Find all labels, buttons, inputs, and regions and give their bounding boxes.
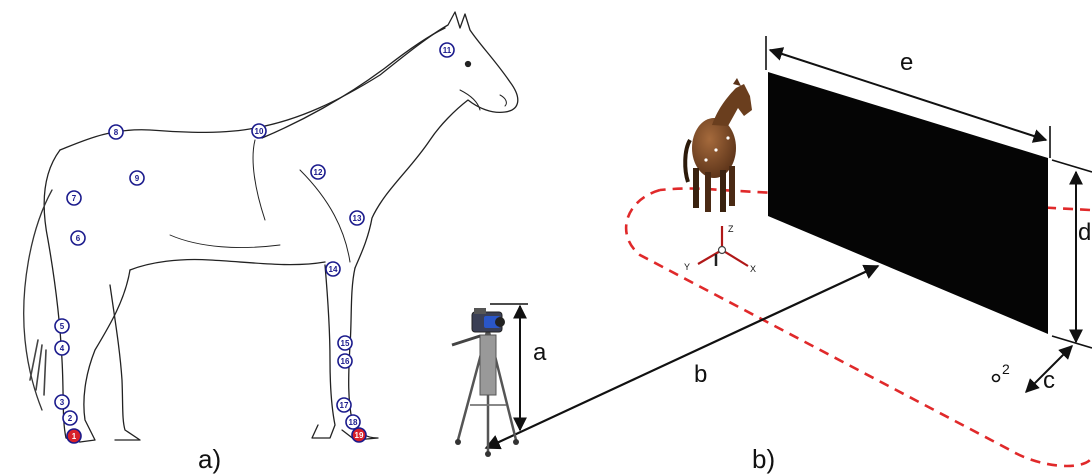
marker-circle-icon xyxy=(337,353,353,369)
marker-circle-icon xyxy=(66,428,82,444)
marker-circle-icon xyxy=(439,42,455,58)
body-marker: 14 xyxy=(325,261,341,277)
marker-circle-icon xyxy=(66,190,82,206)
marker-circle-icon xyxy=(337,335,353,351)
marker-circle-icon xyxy=(54,340,70,356)
body-marker: 16 xyxy=(337,353,353,369)
body-marker: 18 xyxy=(345,414,361,430)
marker-number: 15 xyxy=(341,339,350,348)
marker-number: 1 xyxy=(72,432,77,441)
marker-circle-icon xyxy=(54,318,70,334)
marker-number: 2 xyxy=(68,414,73,423)
panel-a-caption: a) xyxy=(198,444,221,474)
marker-number: 9 xyxy=(135,174,140,183)
dimension-b-arrow xyxy=(484,264,880,450)
marker-circle-icon xyxy=(54,394,70,410)
marker-number: 12 xyxy=(314,168,323,177)
marker-number: 7 xyxy=(72,194,77,203)
body-marker: 4 xyxy=(54,340,70,356)
dimension-a-label: a xyxy=(533,339,547,366)
projection-screen xyxy=(768,72,1048,334)
body-marker: 5 xyxy=(54,318,70,334)
marker-number: 16 xyxy=(341,357,350,366)
coordinate-axes-icon xyxy=(697,226,749,267)
marker-circle-icon xyxy=(336,397,352,413)
axis-z-label: Z xyxy=(728,224,734,234)
marker-number: 18 xyxy=(349,418,358,427)
origin-marker-label: 2 xyxy=(1002,361,1010,377)
body-marker: 6 xyxy=(70,230,86,246)
marker-number: 8 xyxy=(114,128,119,137)
axis-y-label: Y xyxy=(684,262,690,272)
body-marker: 10 xyxy=(251,123,267,139)
marker-number: 10 xyxy=(255,127,264,136)
dimension-c-arrow xyxy=(1025,345,1073,393)
body-marker: 2 xyxy=(62,410,78,426)
body-marker: 3 xyxy=(54,394,70,410)
marker-circle-icon xyxy=(70,230,86,246)
camera-tripod-icon xyxy=(451,308,519,457)
marker-circle-icon xyxy=(349,210,365,226)
body-marker: 15 xyxy=(337,335,353,351)
dimension-d-label: d xyxy=(1078,219,1091,246)
marker-circle-icon xyxy=(310,164,326,180)
marker-number: 13 xyxy=(353,214,362,223)
dimension-c-label: c xyxy=(1043,367,1055,394)
horse-photo-icon xyxy=(683,78,752,212)
marker-circle-icon xyxy=(108,124,124,140)
dimension-e-label: e xyxy=(900,49,913,76)
origin-marker-icon xyxy=(991,373,1001,383)
marker-circle-icon xyxy=(345,414,361,430)
body-marker: 11 xyxy=(439,42,455,58)
dimension-b-label: b xyxy=(694,361,707,388)
body-marker: 12 xyxy=(310,164,326,180)
body-marker: 19 xyxy=(351,427,367,443)
marker-circle-icon xyxy=(129,170,145,186)
axis-x-label: X xyxy=(750,264,756,274)
body-marker: 9 xyxy=(129,170,145,186)
marker-circle-icon xyxy=(251,123,267,139)
marker-circle-icon xyxy=(62,410,78,426)
marker-number: 19 xyxy=(355,431,364,440)
marker-number: 14 xyxy=(329,265,338,274)
panel-b-caption: b) xyxy=(752,444,775,474)
marker-circle-icon xyxy=(325,261,341,277)
marker-number: 6 xyxy=(76,234,81,243)
dimension-e-arrow xyxy=(768,47,1048,143)
horse-outline-drawing xyxy=(23,11,519,443)
marker-number: 17 xyxy=(340,401,349,410)
marker-number: 5 xyxy=(60,322,65,331)
body-marker: 1 xyxy=(66,428,82,444)
marker-circle-icon xyxy=(351,427,367,443)
marker-number: 4 xyxy=(60,344,65,353)
marker-number: 11 xyxy=(443,46,452,55)
body-marker: 8 xyxy=(108,124,124,140)
body-marker: 7 xyxy=(66,190,82,206)
body-marker: 17 xyxy=(336,397,352,413)
marker-number: 3 xyxy=(60,398,65,407)
panel-b: e d c 2 b a xyxy=(451,36,1092,474)
body-marker: 13 xyxy=(349,210,365,226)
